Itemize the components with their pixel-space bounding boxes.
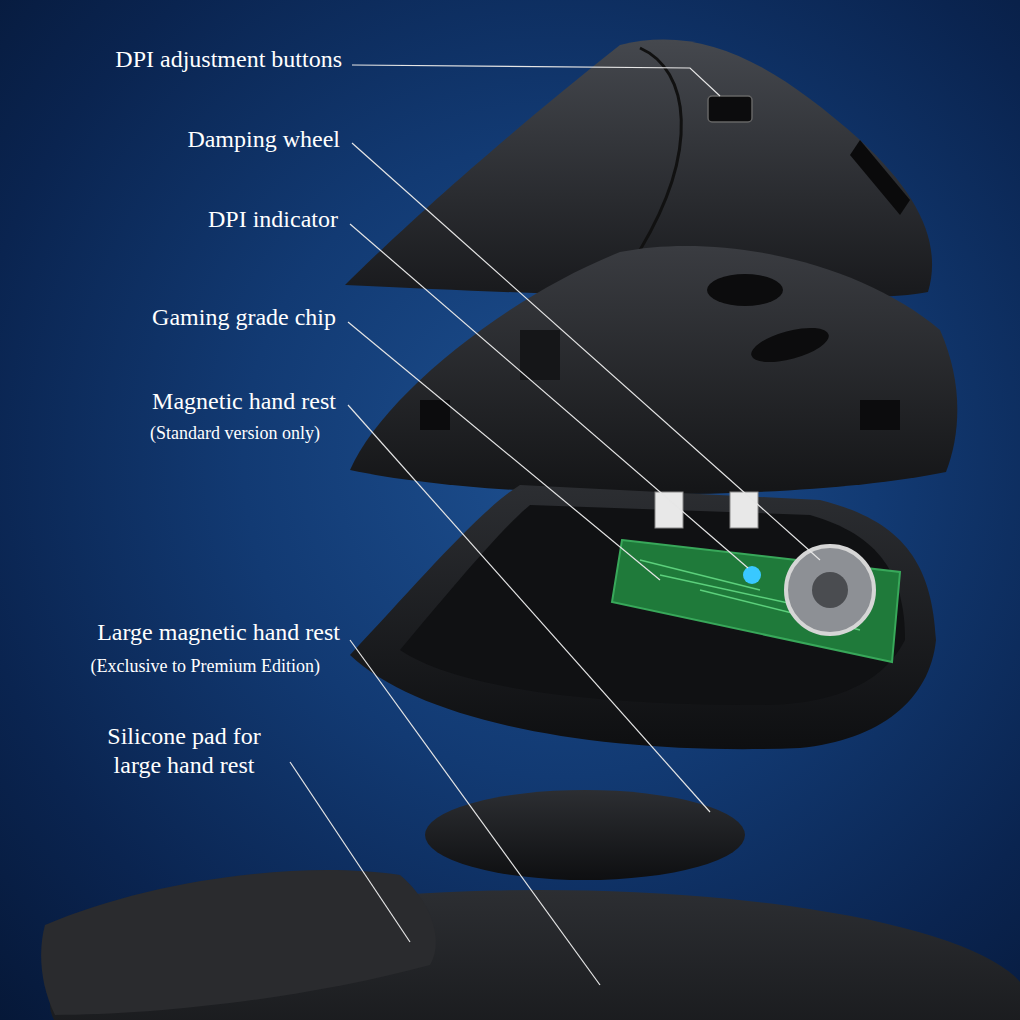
frame-rib [520, 330, 560, 380]
led [743, 566, 761, 584]
part-label: Silicone pad for large hand rest [84, 722, 284, 780]
middle-frame [350, 246, 957, 494]
pcb [612, 540, 900, 662]
frame-hole [748, 321, 833, 369]
leader-line [350, 224, 748, 568]
leader-line [352, 65, 720, 96]
leader-line [348, 405, 710, 812]
leader-line [352, 143, 820, 560]
part-label: Large magnetic hand rest [97, 618, 340, 647]
edition-note: (Exclusive to Premium Edition) [91, 656, 320, 678]
button-seam [640, 48, 681, 250]
edition-note: (Standard version only) [150, 423, 320, 445]
side-slot [850, 140, 910, 215]
frame-rib [860, 400, 900, 430]
frame-hole [707, 274, 783, 306]
inner-cavity [400, 505, 905, 705]
scroll-wheel-hub [812, 572, 848, 608]
frame-rib [420, 400, 450, 430]
leader-line [290, 762, 410, 942]
switch [730, 492, 758, 528]
dpi-button [708, 96, 752, 122]
leader-line [348, 322, 660, 580]
switch [655, 492, 683, 528]
part-label: DPI adjustment buttons [115, 45, 342, 74]
part-label: Magnetic hand rest [152, 387, 336, 416]
part-label: Damping wheel [187, 125, 340, 154]
part-label: DPI indicator [208, 205, 338, 234]
part-label: Gaming grade chip [152, 303, 336, 332]
leader-line [350, 640, 600, 985]
scroll-wheel [786, 546, 874, 634]
bottom-body [350, 485, 936, 749]
magnetic-hand-rest [425, 790, 745, 880]
